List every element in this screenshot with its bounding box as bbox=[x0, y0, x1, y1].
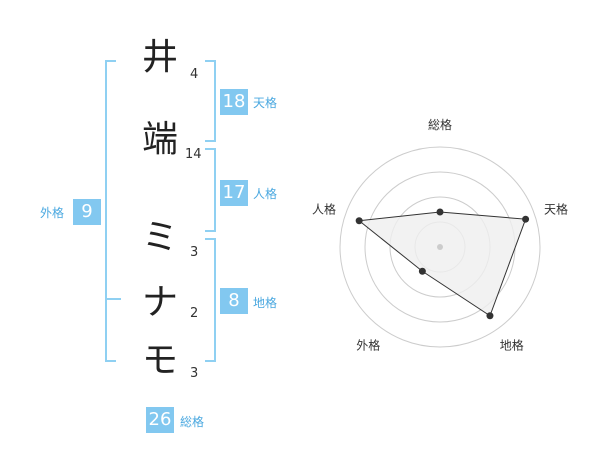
soukaku-label: 総格 bbox=[180, 415, 205, 429]
gaikaku-split-tick bbox=[107, 298, 121, 300]
tenkaku-label: 天格 bbox=[253, 96, 278, 110]
chikaku-label: 地格 bbox=[253, 296, 278, 310]
jinkaku-label: 人格 bbox=[253, 187, 278, 201]
radar-point-4 bbox=[418, 267, 426, 275]
jinkaku-bracket bbox=[205, 148, 216, 232]
gaikaku-bracket bbox=[105, 60, 116, 362]
chikaku-value: 8 bbox=[220, 288, 248, 314]
radar-axis-label-2: 天格 bbox=[544, 201, 568, 216]
radar-point-3 bbox=[486, 312, 494, 320]
name-char-2: 端 bbox=[141, 119, 178, 160]
radar-axis-label-3: 地格 bbox=[500, 338, 524, 353]
name-char-4: ナ bbox=[141, 282, 178, 323]
soukaku-value: 26 bbox=[146, 407, 174, 433]
chikaku-bracket bbox=[205, 238, 216, 362]
tenkaku-bracket bbox=[205, 60, 216, 142]
stroke-count-4: 2 bbox=[190, 306, 199, 321]
name-char-3: ミ bbox=[141, 217, 178, 258]
name-char-1: 井 bbox=[141, 37, 178, 78]
gaikaku-value: 9 bbox=[73, 199, 101, 225]
radar-center-dot bbox=[437, 244, 443, 250]
radar-polygon bbox=[357, 211, 527, 317]
name-diagram: 井 4 端 14 ミ 3 ナ 2 モ 3 18 天格 17 人格 8 地格 9 … bbox=[40, 37, 278, 433]
radar-point-5 bbox=[355, 217, 363, 225]
gaikaku-label: 外格 bbox=[40, 206, 65, 220]
radar-axis-label-5: 人格 bbox=[312, 201, 336, 216]
radar-axis-label-4: 外格 bbox=[356, 338, 380, 353]
radar-point-2 bbox=[522, 215, 530, 223]
stroke-count-3: 3 bbox=[190, 245, 199, 260]
stroke-count-2: 14 bbox=[185, 147, 202, 162]
stroke-count-1: 4 bbox=[190, 67, 199, 82]
radar-axis-label-1: 総格 bbox=[428, 117, 452, 132]
tenkaku-value: 18 bbox=[220, 89, 248, 115]
jinkaku-value: 17 bbox=[220, 180, 248, 206]
name-char-5: モ bbox=[141, 340, 178, 381]
radar-ring bbox=[339, 146, 541, 348]
stroke-count-5: 3 bbox=[190, 366, 199, 381]
radar-point-1 bbox=[436, 208, 444, 216]
